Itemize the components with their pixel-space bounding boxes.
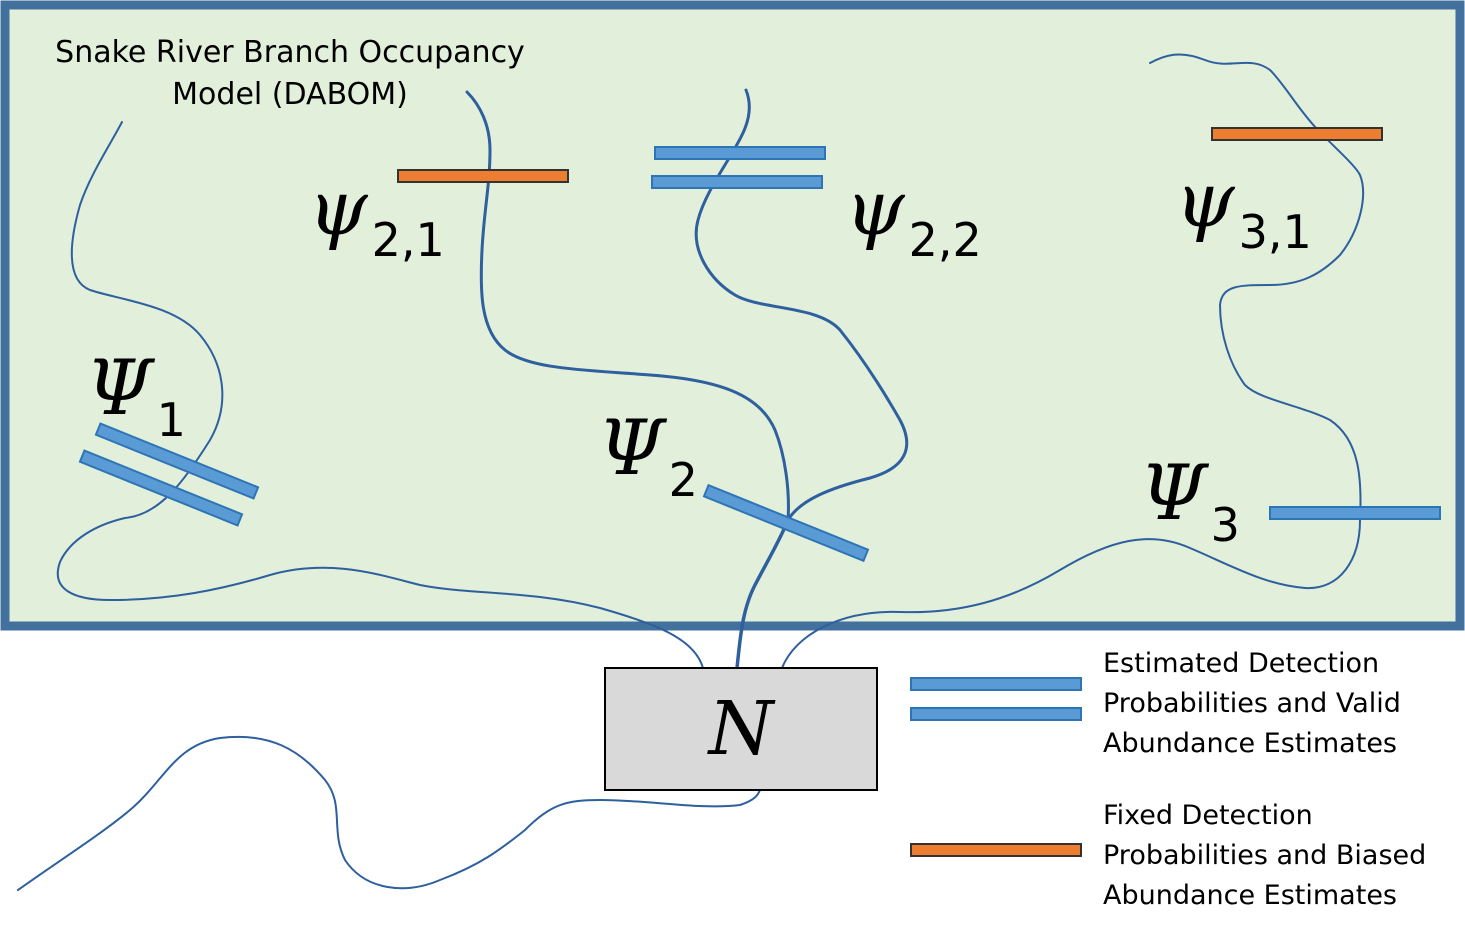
- psi-21-label: ψ2,1: [308, 170, 445, 264]
- legend-fixed-line-3: Abundance Estimates: [1103, 880, 1397, 911]
- psi2-trunk-river: [735, 518, 790, 670]
- psi1-branch-river: [57, 121, 704, 669]
- legend-fixed-line-1: Fixed Detection: [1103, 800, 1313, 831]
- psi-1-subscript: 1: [156, 393, 186, 447]
- psi22-estimated-bar-upper: [654, 146, 826, 160]
- psi22-estimated-bar-lower: [651, 175, 823, 189]
- legend-estimated-swatch-lower: [910, 707, 1082, 721]
- psi21-fixed-bar: [397, 169, 569, 183]
- title-line-2: Model (DABOM): [172, 77, 408, 112]
- psi1-detection-bars: [78, 422, 260, 527]
- psi3-estimated-bar: [1269, 506, 1441, 520]
- psi-31-subscript: 3,1: [1238, 205, 1312, 259]
- psi-2-subscript: 2: [668, 453, 698, 507]
- psi1-estimated-bar-lower: [78, 449, 244, 527]
- legend-estimated-text: Estimated Detection Probabilities and Va…: [1103, 644, 1463, 764]
- psi-3-label: Ψ3: [1140, 455, 1240, 549]
- psi2-estimated-bar: [702, 483, 870, 563]
- legend-fixed-swatch: [910, 843, 1082, 857]
- root-node-label: N: [708, 686, 774, 772]
- psi-1-label: Ψ1: [86, 350, 186, 444]
- psi-22-label: ψ2,2: [845, 170, 982, 264]
- legend-estimated-swatch-upper: [910, 677, 1082, 691]
- root-node-box: [604, 667, 878, 791]
- psi-3-symbol: Ψ: [1140, 448, 1207, 537]
- psi31-fixed-bar: [1211, 127, 1383, 141]
- diagram-title: Snake River Branch Occupancy Model (DABO…: [40, 32, 540, 116]
- psi-21-subscript: 2,1: [371, 213, 445, 267]
- psi-22-symbol: ψ: [845, 163, 905, 252]
- psi1-estimated-bar-upper: [94, 422, 260, 500]
- mainstem-river-lower: [17, 735, 761, 891]
- legend-estimated-line-3: Abundance Estimates: [1103, 728, 1397, 759]
- legend-fixed-text: Fixed Detection Probabilities and Biased…: [1103, 796, 1463, 916]
- legend-fixed-line-2: Probabilities and Biased: [1103, 840, 1427, 871]
- psi-22-subscript: 2,2: [908, 213, 982, 267]
- psi-2-label: Ψ2: [598, 410, 698, 504]
- psi-1-symbol: Ψ: [86, 343, 153, 432]
- psi-31-label: ψ3,1: [1175, 162, 1312, 256]
- psi-2-symbol: Ψ: [598, 403, 665, 492]
- psi-3-subscript: 3: [1210, 498, 1240, 552]
- dabom-region-panel: [0, 0, 1465, 631]
- psi-31-symbol: ψ: [1175, 155, 1235, 244]
- title-line-1: Snake River Branch Occupancy: [55, 35, 525, 70]
- psi-21-symbol: ψ: [308, 163, 368, 252]
- legend-estimated-line-2: Probabilities and Valid: [1103, 688, 1401, 719]
- psi21-branch-river: [465, 90, 790, 522]
- legend-estimated-line-1: Estimated Detection: [1103, 648, 1380, 679]
